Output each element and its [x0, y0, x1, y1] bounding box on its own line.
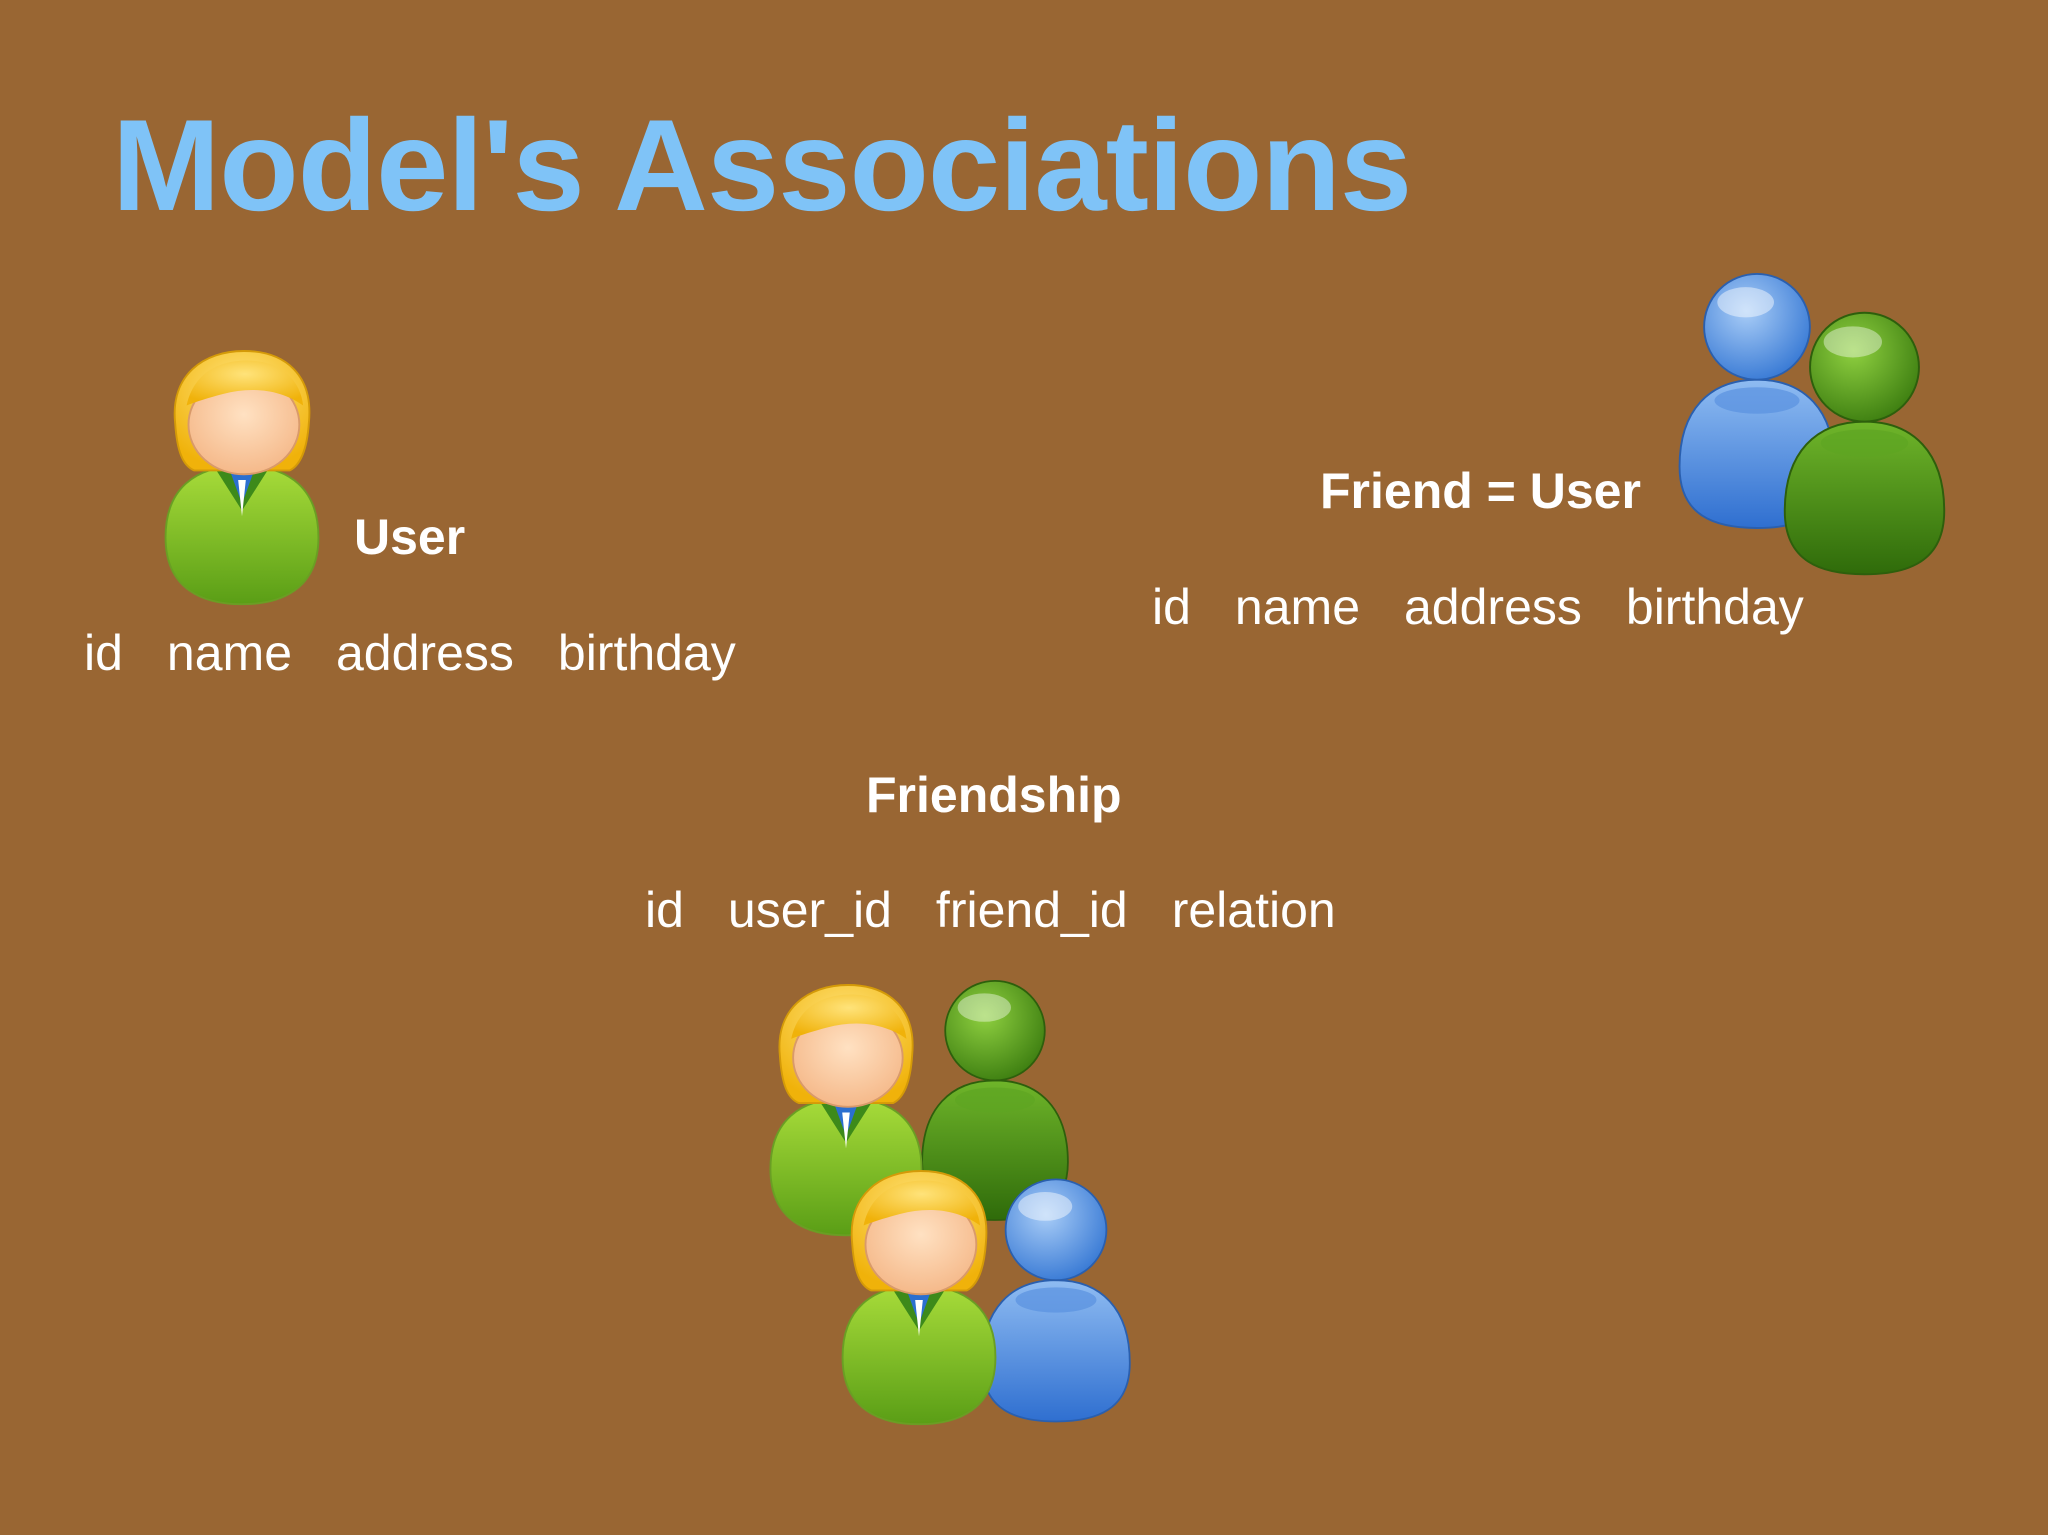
- field-name: name: [1234, 579, 1360, 635]
- user-label: User: [354, 509, 466, 565]
- field-birthday: birthday: [1625, 579, 1804, 635]
- slide-title: Model's Associations: [112, 92, 1412, 238]
- field-name: name: [166, 625, 292, 681]
- field-id: id: [84, 625, 123, 681]
- friendship-fields: id user_id friend_id relation: [645, 885, 1336, 935]
- female-user-icon: [156, 345, 328, 615]
- friendship-group-icon: [755, 970, 1145, 1445]
- field-birthday: birthday: [557, 625, 736, 681]
- field-id: id: [1152, 579, 1191, 635]
- field-user-id: user_id: [727, 882, 892, 938]
- field-address: address: [336, 625, 514, 681]
- field-relation: relation: [1171, 882, 1336, 938]
- friendship-label: Friendship: [866, 767, 1122, 823]
- user-group-icon: [1672, 258, 1957, 583]
- field-friend-id: friend_id: [935, 882, 1128, 938]
- friend-label: Friend = User: [1320, 463, 1641, 519]
- field-id: id: [645, 882, 684, 938]
- field-address: address: [1404, 579, 1582, 635]
